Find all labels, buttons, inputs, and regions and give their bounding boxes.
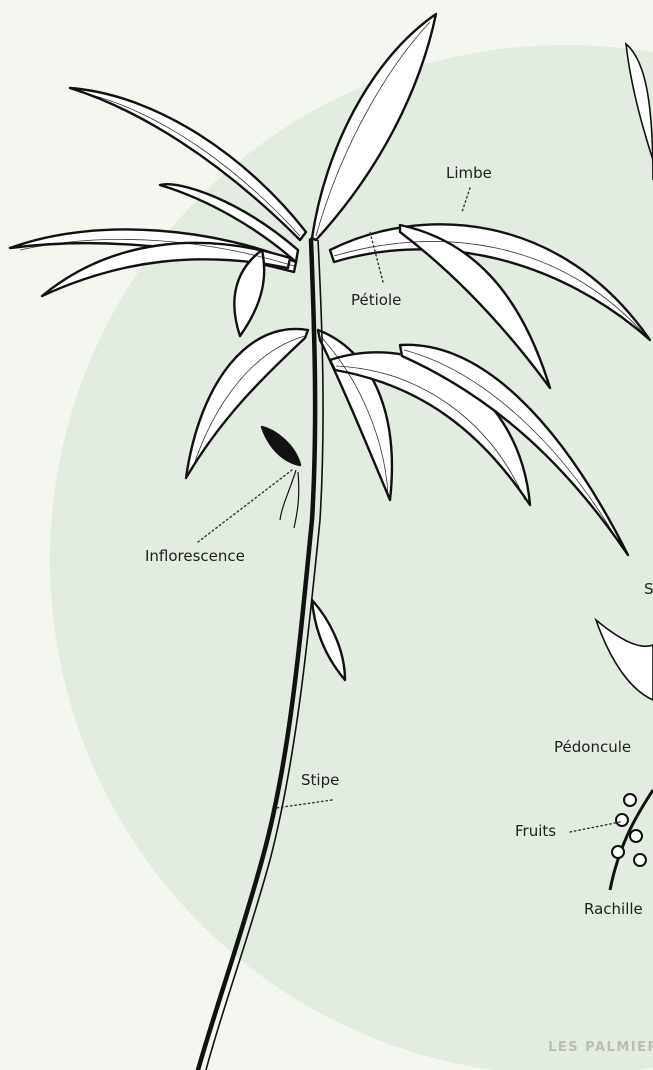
label-rachille: Rachille <box>584 902 643 917</box>
fruit <box>612 846 624 858</box>
fruit <box>634 854 646 866</box>
label-stipe: Stipe <box>301 773 339 788</box>
label-partial: S <box>644 582 653 597</box>
label-pedoncule: Pédoncule <box>554 740 631 755</box>
label-fruits: Fruits <box>515 824 556 839</box>
fruit <box>630 830 642 842</box>
fruit <box>624 794 636 806</box>
footer-title: LES PALMIER <box>548 1040 653 1055</box>
fruit <box>616 814 628 826</box>
label-limbe: Limbe <box>446 166 492 181</box>
label-petiole: Pétiole <box>351 293 401 308</box>
label-inflorescence: Inflorescence <box>145 549 245 564</box>
